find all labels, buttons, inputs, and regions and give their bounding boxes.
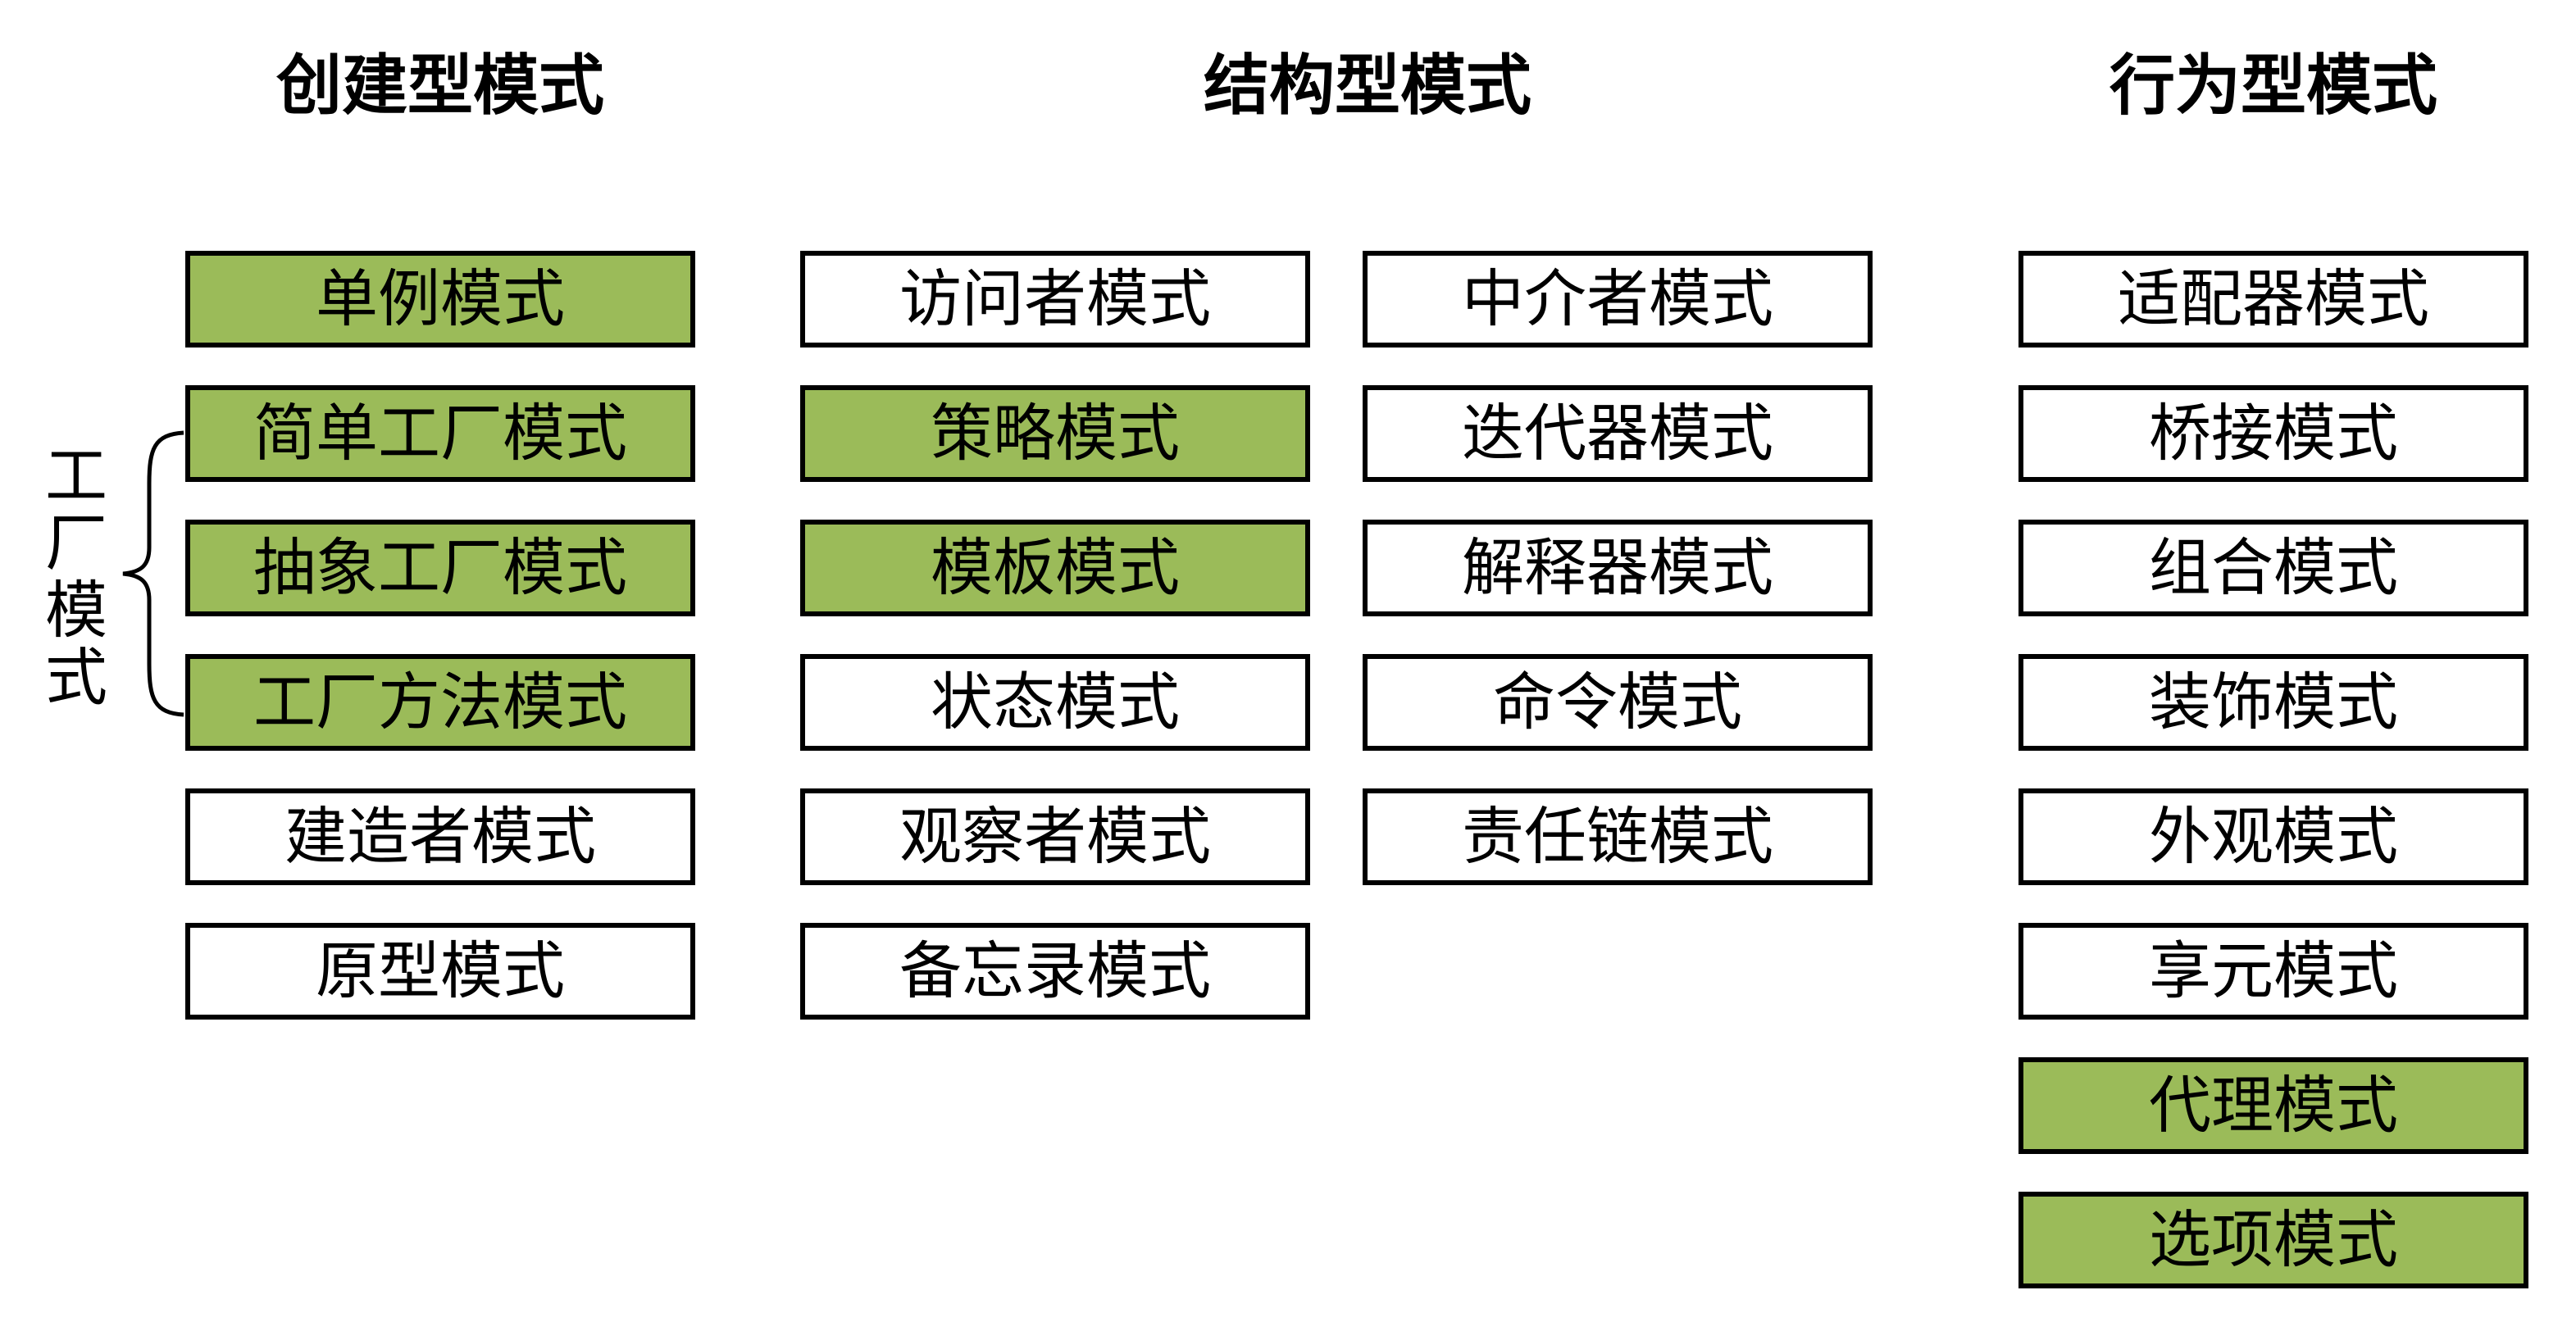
pattern-box: 命令模式 [1363, 654, 1873, 751]
pattern-box: 单例模式 [185, 251, 695, 348]
pattern-box: 中介者模式 [1363, 251, 1873, 348]
pattern-box: 外观模式 [2018, 788, 2528, 885]
pattern-box: 访问者模式 [800, 251, 1310, 348]
pattern-box: 建造者模式 [185, 788, 695, 885]
factory-label-char: 工 [45, 439, 107, 512]
factory-pattern-label: 工 厂 模 式 [39, 443, 113, 711]
factory-label-char: 式 [45, 641, 107, 714]
pattern-box: 策略模式 [800, 385, 1310, 482]
heading-structural: 结构型模式 [1204, 48, 1531, 124]
pattern-box: 解释器模式 [1363, 520, 1873, 616]
pattern-box: 选项模式 [2018, 1192, 2528, 1288]
pattern-box: 观察者模式 [800, 788, 1310, 885]
pattern-box: 抽象工厂模式 [185, 520, 695, 616]
pattern-box: 适配器模式 [2018, 251, 2528, 348]
heading-creational: 创建型模式 [276, 48, 604, 124]
pattern-box: 模板模式 [800, 520, 1310, 616]
pattern-box: 享元模式 [2018, 923, 2528, 1020]
pattern-box: 装饰模式 [2018, 654, 2528, 751]
heading-behavioral: 行为型模式 [2109, 48, 2437, 124]
factory-label-char: 厂 [45, 507, 107, 579]
pattern-box: 责任链模式 [1363, 788, 1873, 885]
pattern-box: 迭代器模式 [1363, 385, 1873, 482]
pattern-box: 备忘录模式 [800, 923, 1310, 1020]
factory-label-char: 模 [45, 574, 107, 647]
pattern-box: 桥接模式 [2018, 385, 2528, 482]
pattern-box: 状态模式 [800, 654, 1310, 751]
pattern-box: 工厂方法模式 [185, 654, 695, 751]
pattern-box: 原型模式 [185, 923, 695, 1020]
pattern-box: 代理模式 [2018, 1057, 2528, 1154]
pattern-box: 组合模式 [2018, 520, 2528, 616]
pattern-box: 简单工厂模式 [185, 385, 695, 482]
